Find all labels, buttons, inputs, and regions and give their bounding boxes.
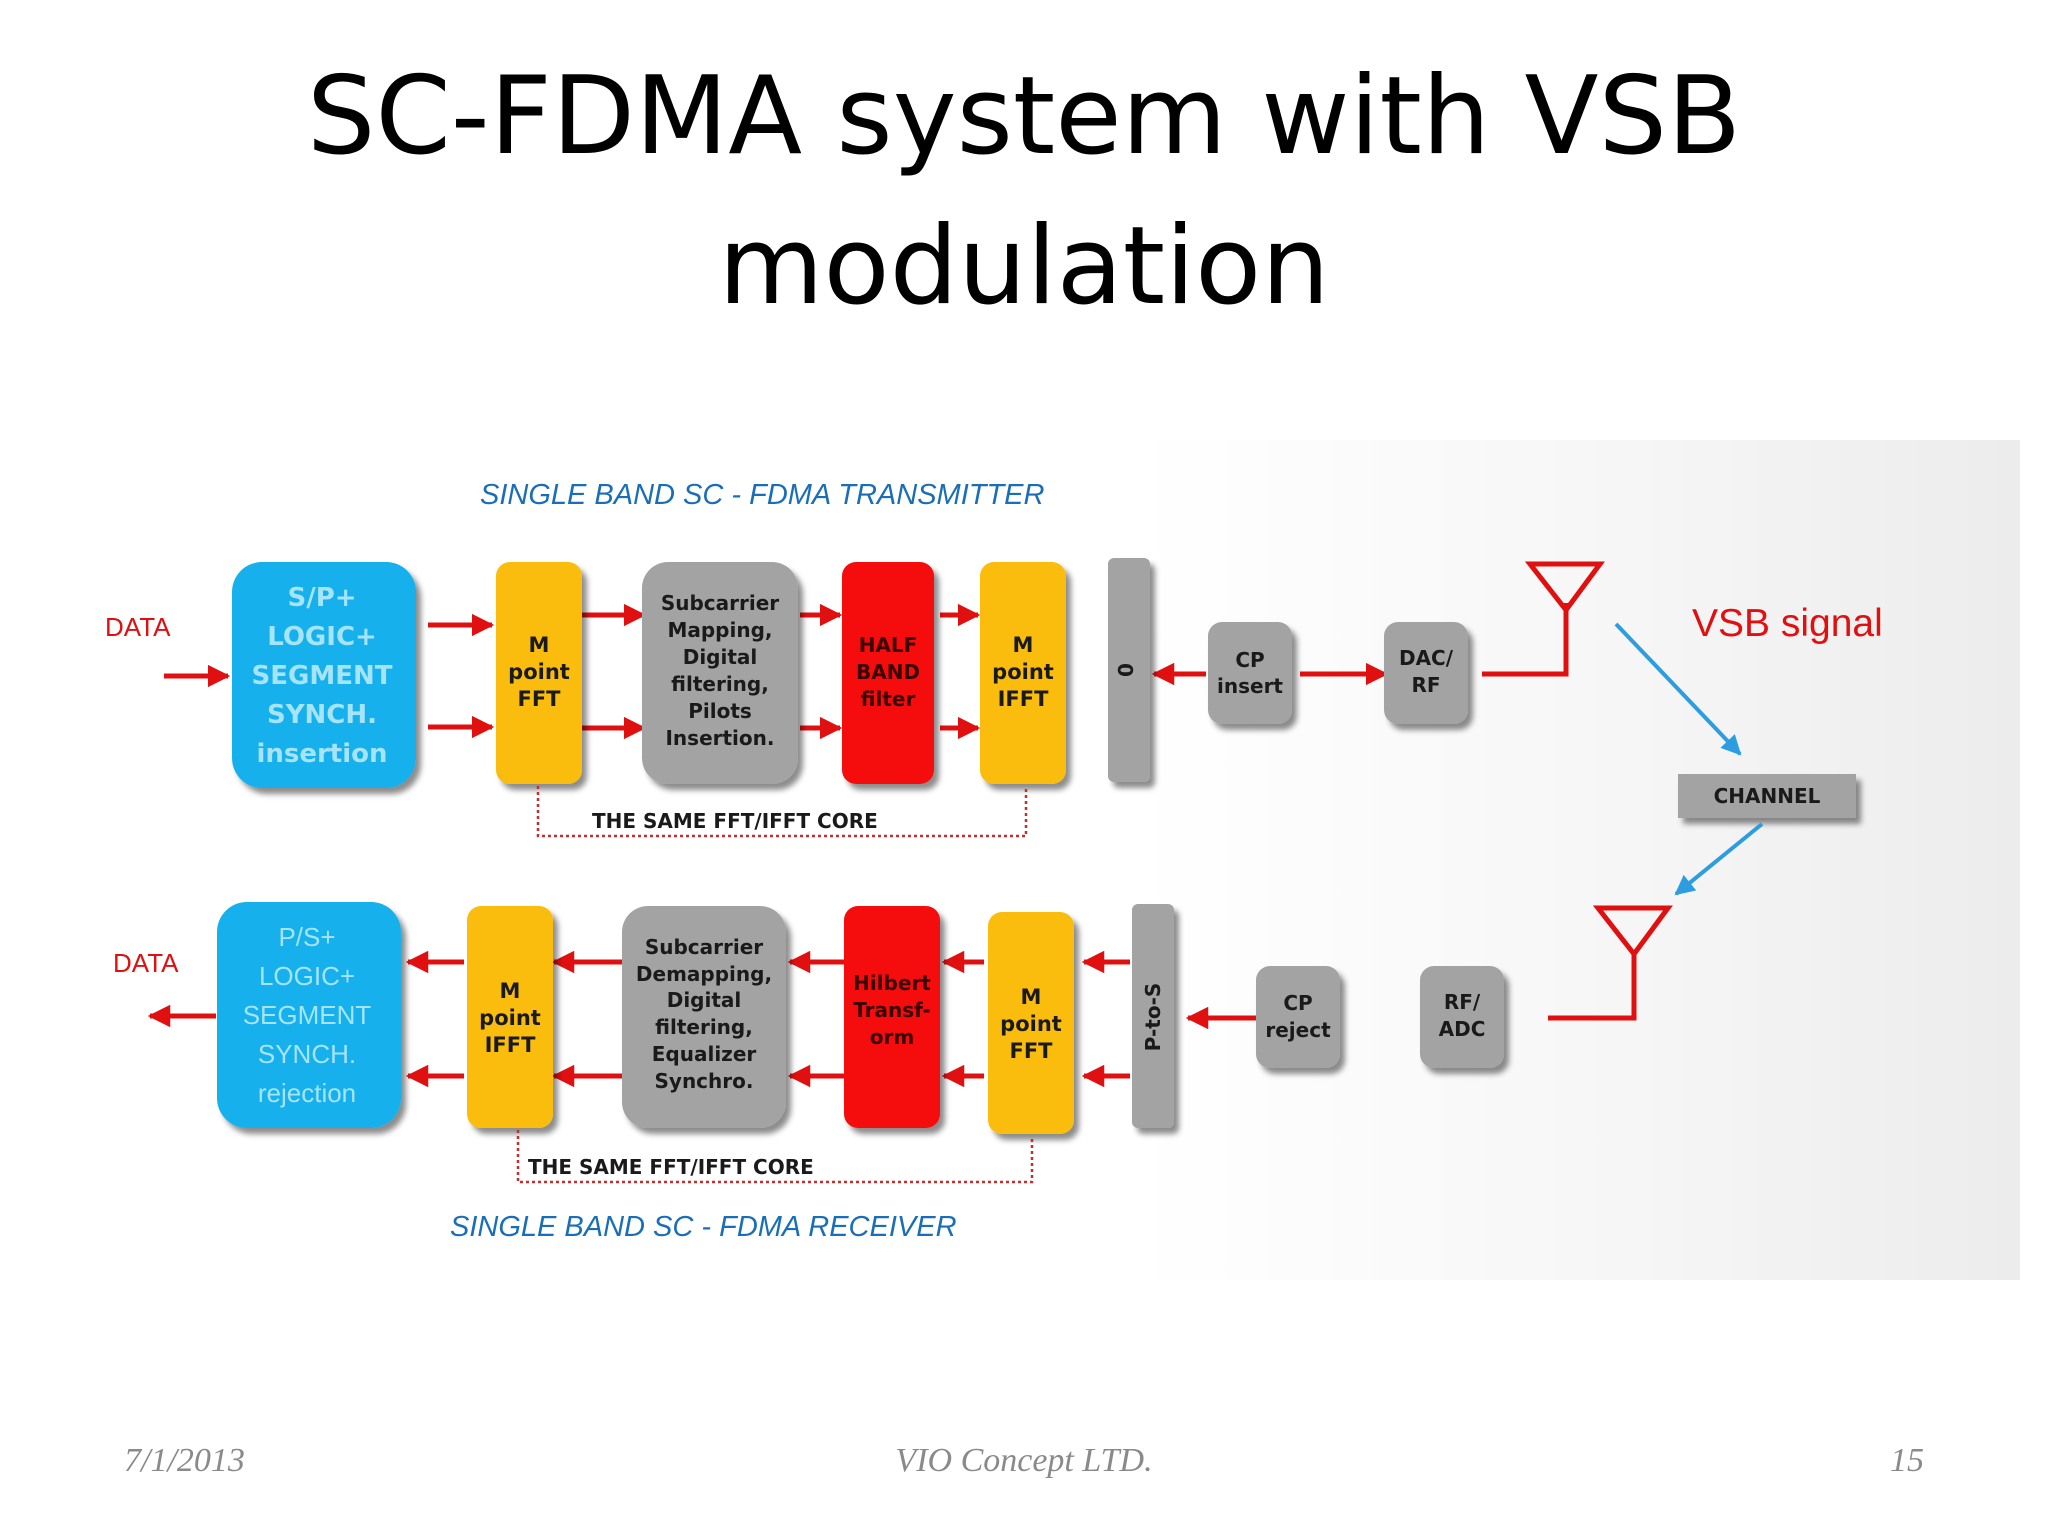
svg-text:Subcarrier: Subcarrier [661, 591, 779, 615]
rx-core-label: THE SAME FFT/IFFT CORE [528, 1155, 814, 1179]
svg-text:RF/: RF/ [1444, 990, 1481, 1014]
svg-text:BAND: BAND [856, 660, 920, 684]
rx-ifft-block: M point IFFT [467, 906, 553, 1128]
svg-text:P-to-S: P-to-S [1141, 983, 1165, 1052]
svg-text:DAC/: DAC/ [1399, 646, 1454, 670]
tx-ifft-block: M point IFFT [980, 562, 1066, 784]
svg-text:Subcarrier: Subcarrier [645, 935, 763, 959]
svg-text:filter: filter [861, 687, 916, 711]
svg-text:SEGMENT: SEGMENT [252, 661, 393, 691]
rx-caption: SINGLE BAND SC - FDMA RECEIVER [450, 1211, 957, 1243]
svg-text:CP: CP [1235, 648, 1264, 672]
footer-company: VIO Concept LTD. [895, 1442, 1153, 1479]
tx-signal-arrows [164, 603, 1569, 740]
svg-text:RF: RF [1411, 673, 1440, 697]
tx-core-label: THE SAME FFT/IFFT CORE [592, 809, 878, 833]
svg-text:CHANNEL: CHANNEL [1714, 784, 1821, 808]
svg-text:Synchro.: Synchro. [655, 1069, 754, 1093]
svg-text:reject: reject [1265, 1018, 1331, 1042]
rx-subcarrier-demapping-block: Subcarrier Demapping, Digital filtering,… [622, 906, 786, 1128]
svg-text:Insertion.: Insertion. [665, 726, 774, 750]
svg-text:Pilots: Pilots [688, 699, 752, 723]
svg-text:Hilbert: Hilbert [853, 971, 931, 995]
svg-text:Mapping,: Mapping, [667, 618, 772, 642]
svg-text:point: point [992, 660, 1054, 684]
svg-text:P/S+: P/S+ [278, 922, 335, 952]
svg-text:filtering,: filtering, [655, 1015, 753, 1039]
svg-text:S/P+: S/P+ [287, 583, 356, 613]
tx-subcarrier-mapping-block: Subcarrier Mapping, Digital filtering, P… [642, 562, 798, 784]
tx-fft-block: M point FFT [496, 562, 582, 784]
svg-text:point: point [479, 1006, 541, 1030]
svg-text:point: point [508, 660, 570, 684]
svg-text:rejection: rejection [258, 1078, 356, 1108]
svg-text:SEGMENT: SEGMENT [243, 1000, 372, 1030]
svg-text:M: M [1013, 633, 1034, 657]
svg-text:Transf-: Transf- [853, 998, 931, 1022]
svg-text:SYNCH.: SYNCH. [267, 700, 377, 730]
tx-sp-logic-block: S/P+ LOGIC+ SEGMENT SYNCH. insertion [232, 562, 416, 788]
svg-text:M: M [500, 979, 521, 1003]
rx-ps-logic-block: P/S+ LOGIC+ SEGMENT SYNCH. rejection [217, 902, 401, 1128]
svg-text:IFFT: IFFT [998, 687, 1050, 711]
tx-ps-bar: 0 [1108, 558, 1150, 782]
slide-title-line-1: SC-FDMA system with VSB [306, 54, 1742, 179]
rx-cp-reject-block: CP reject [1256, 966, 1340, 1068]
svg-text:SYNCH.: SYNCH. [258, 1039, 356, 1069]
rx-rf-adc-block: RF/ ADC [1420, 966, 1504, 1068]
svg-text:LOGIC+: LOGIC+ [267, 622, 377, 652]
rx-p-to-s-bar: P-to-S [1132, 904, 1174, 1128]
rx-fft-block: M point FFT [988, 912, 1074, 1134]
svg-text:CP: CP [1283, 991, 1312, 1015]
svg-text:LOGIC+: LOGIC+ [259, 961, 355, 991]
tx-caption: SINGLE BAND SC - FDMA TRANSMITTER [480, 479, 1045, 511]
sc-fdma-block-diagram: SINGLE BAND SC - FDMA TRANSMITTER DATA S… [60, 440, 2020, 1280]
rx-antenna-icon [1548, 905, 1673, 1021]
svg-text:Demapping,: Demapping, [636, 962, 772, 986]
tx-antenna-icon [1524, 561, 1605, 615]
svg-text:point: point [1000, 1012, 1062, 1036]
diagram-canvas: SINGLE BAND SC - FDMA TRANSMITTER DATA S… [105, 479, 1883, 1243]
rx-data-label: DATA [113, 948, 179, 978]
svg-text:insert: insert [1217, 674, 1283, 698]
channel-arrows [1614, 622, 1764, 896]
svg-text:orm: orm [870, 1025, 914, 1049]
footer-date: 7/1/2013 [124, 1442, 245, 1479]
tx-cp-insert-block: CP insert [1208, 622, 1292, 724]
slide-title-line-2: modulation [718, 204, 1330, 329]
tx-core-bracket [536, 786, 1028, 838]
svg-text:insertion: insertion [256, 739, 387, 769]
svg-text:Digital: Digital [667, 988, 742, 1012]
svg-text:HALF: HALF [859, 633, 918, 657]
svg-text:Digital: Digital [683, 645, 758, 669]
svg-text:ADC: ADC [1439, 1017, 1486, 1041]
svg-text:IFFT: IFFT [485, 1033, 537, 1057]
rx-hilbert-transform-block: Hilbert Transf- orm [844, 906, 940, 1128]
tx-half-band-filter-block: HALF BAND filter [842, 562, 934, 784]
tx-dac-rf-block: DAC/ RF [1384, 622, 1468, 724]
svg-text:M: M [529, 633, 550, 657]
svg-text:M: M [1021, 985, 1042, 1009]
svg-text:Equalizer: Equalizer [652, 1042, 757, 1066]
svg-text:FFT: FFT [517, 687, 561, 711]
footer-page-number: 15 [1890, 1442, 1924, 1479]
svg-text:filtering,: filtering, [671, 672, 769, 696]
tx-data-label: DATA [105, 612, 171, 642]
rx-core-bracket [516, 1130, 1034, 1184]
svg-text:0: 0 [1114, 663, 1138, 677]
vsb-signal-label: VSB signal [1692, 602, 1883, 645]
svg-text:FFT: FFT [1009, 1039, 1053, 1063]
channel-block: CHANNEL [1678, 774, 1856, 818]
